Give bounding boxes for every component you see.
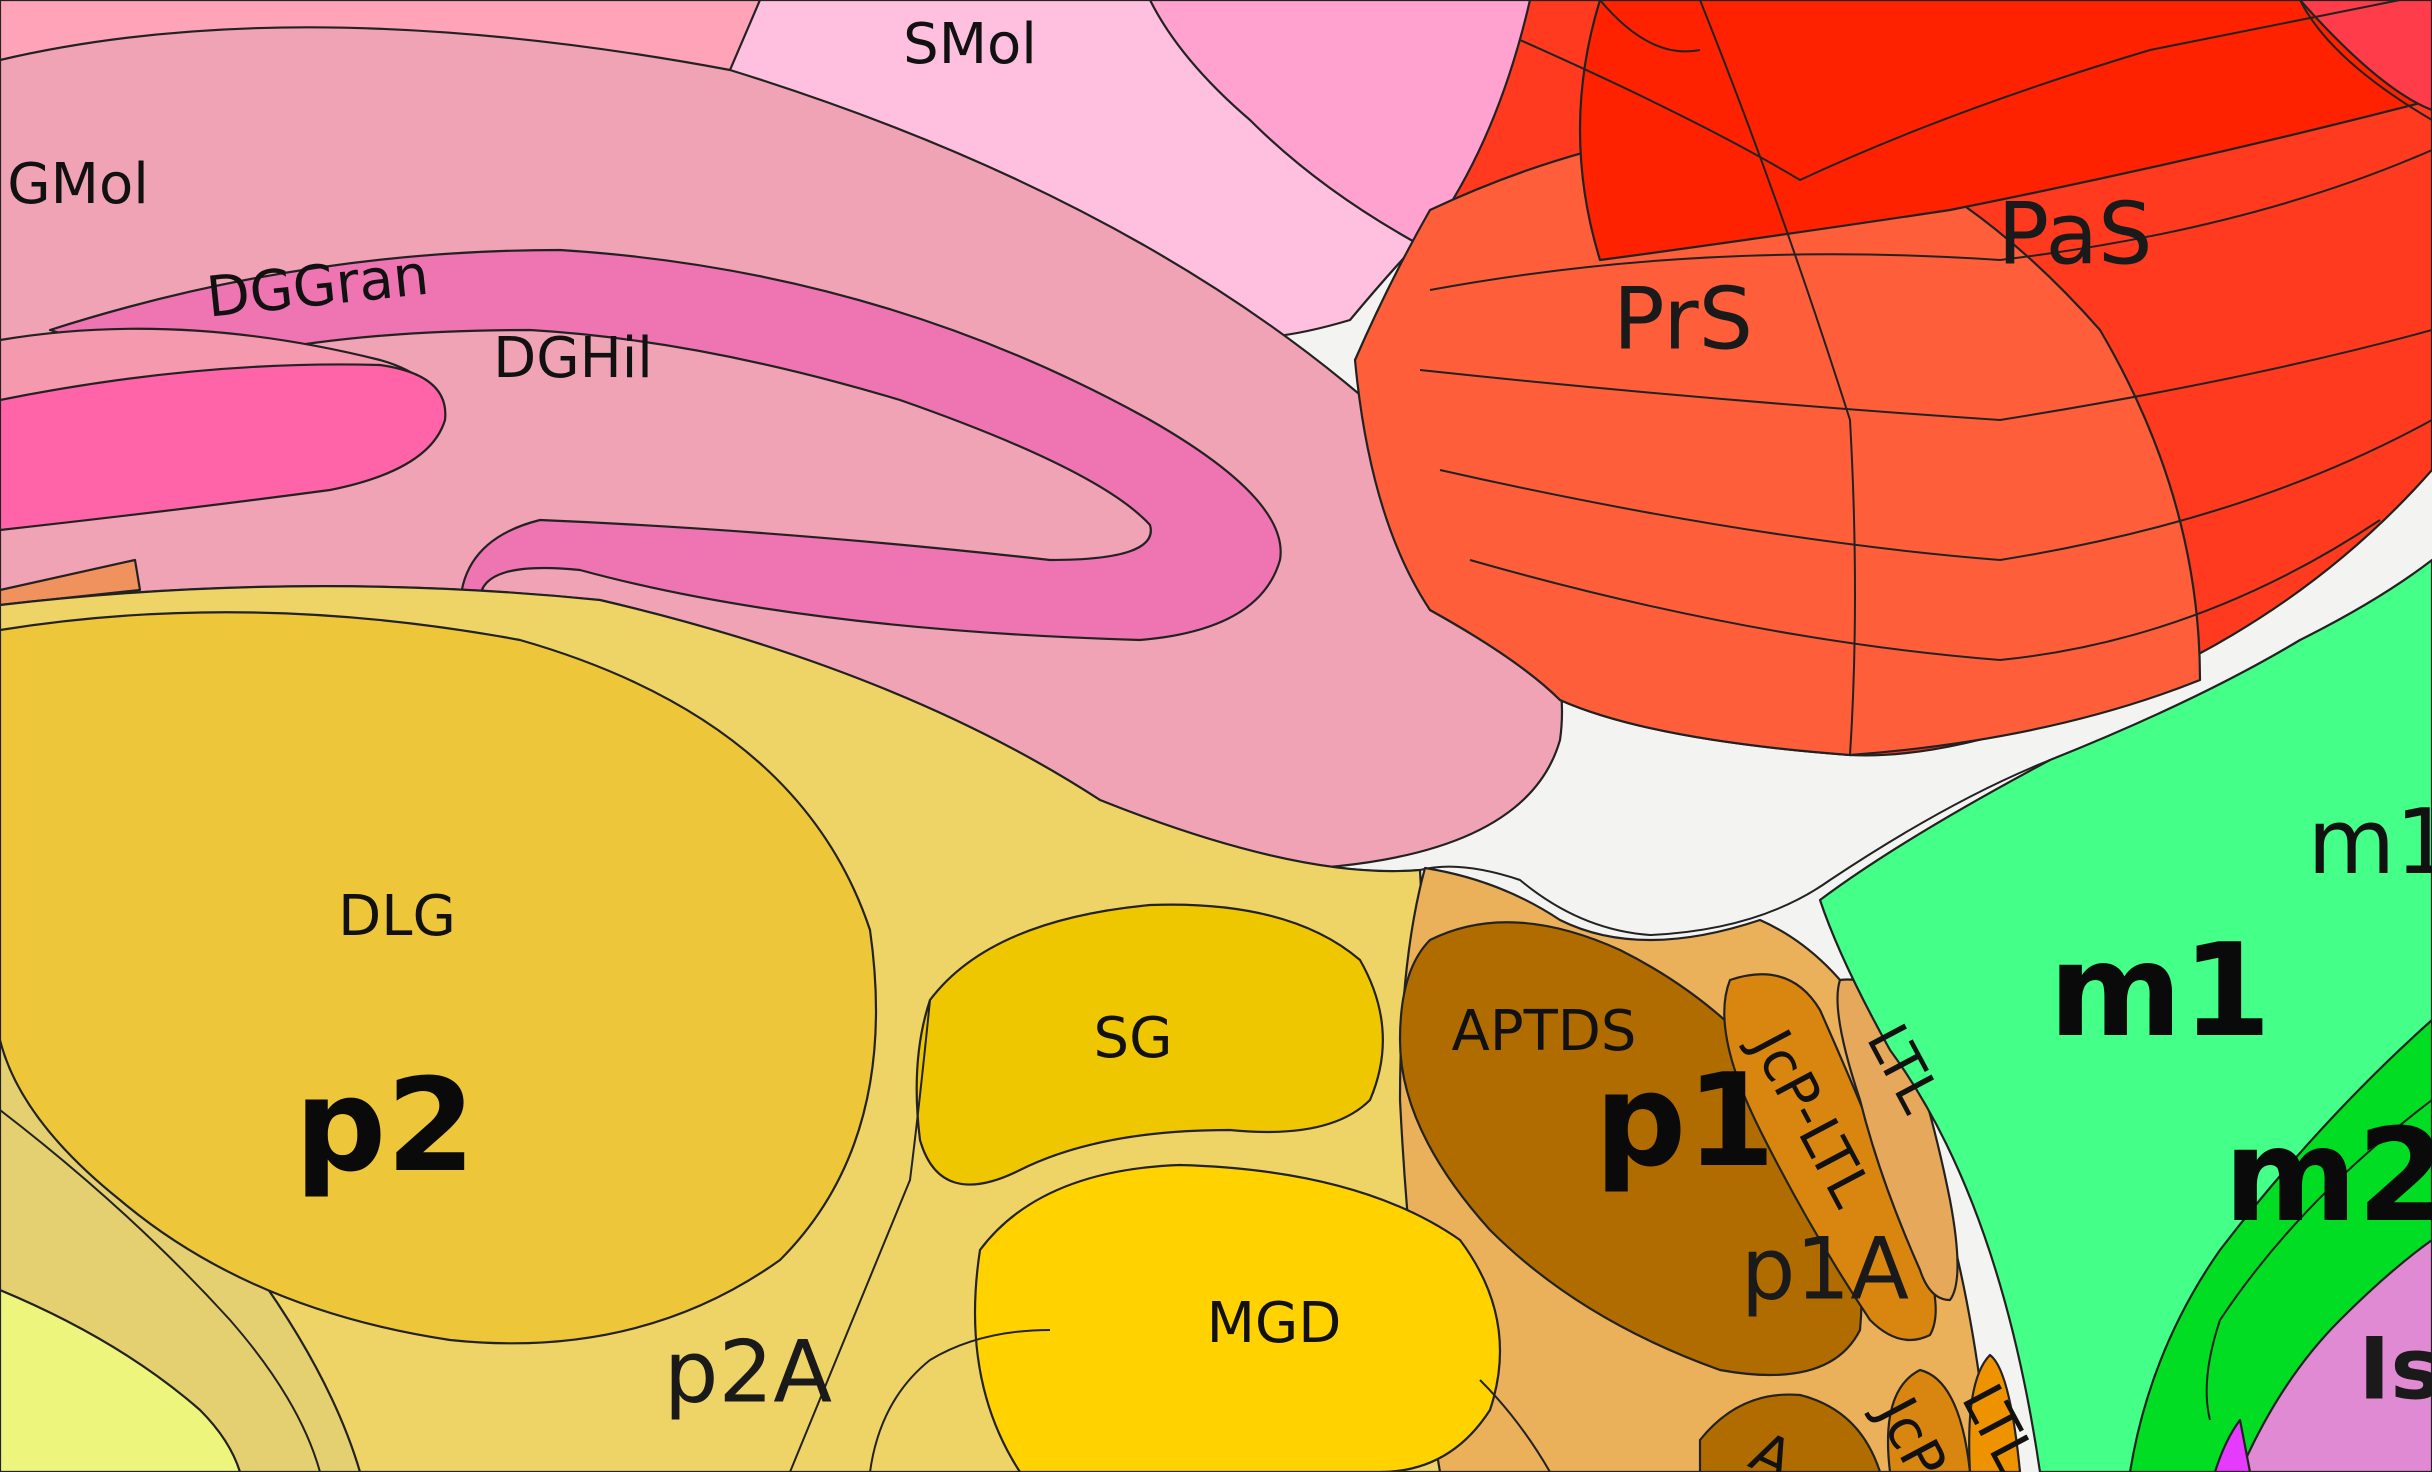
- label-m1: m1: [2049, 917, 2271, 1066]
- region-jcp-ltl: [1723, 973, 1937, 1342]
- prs-line-2: [1419, 329, 2432, 422]
- region-aptds: [1398, 921, 1863, 1377]
- region-top-red: [1578, 0, 2432, 262]
- label-mgd: MGD: [1207, 1291, 1342, 1356]
- label-p2: p2: [295, 1052, 476, 1201]
- label-m2: m2: [2224, 1102, 2432, 1251]
- label-p1: p1: [1595, 1047, 1776, 1196]
- p2-line-2: [789, 999, 931, 1472]
- region-bottom-a: [1698, 1393, 1882, 1472]
- label-dghil: DGHil: [493, 326, 653, 391]
- label-dlg: DLG: [338, 884, 456, 949]
- prs-line-7: [1599, 0, 1701, 53]
- prs-line-1: [1429, 149, 2432, 291]
- label-p2a: p2A: [664, 1322, 832, 1422]
- label-prs: PrS: [1613, 269, 1753, 369]
- region-is-magenta: [2213, 1418, 2252, 1472]
- region-dlg: [0, 611, 878, 1345]
- region-left-yellow-green: [0, 1288, 242, 1472]
- label-pas: PaS: [1997, 184, 2152, 284]
- label-m1-small: m1: [2308, 790, 2432, 895]
- region-is: [2238, 1238, 2432, 1472]
- p2-lower-arc-1: [869, 1329, 1051, 1472]
- label-sg: SG: [1094, 1006, 1173, 1071]
- label-p1a: p1A: [1741, 1219, 1909, 1319]
- region-dggran: [48, 248, 1282, 642]
- prs-line-4: [1469, 519, 2381, 662]
- prs-line-8: [2299, 0, 2432, 121]
- m2-inner-line: [2205, 1099, 2432, 1421]
- label-gmol: GMol: [7, 152, 149, 217]
- label-aptds: APTDS: [1452, 999, 1637, 1064]
- p2-lower-arc-2: [1479, 1379, 1551, 1472]
- region-mgd: [973, 1163, 1502, 1472]
- prs-line-5: [1699, 0, 1856, 756]
- p2-left-line: [0, 1109, 321, 1472]
- label-smol: SMol: [903, 12, 1037, 77]
- prs-line-6: [1519, 0, 2401, 182]
- region-bottom-ltl: [1968, 1353, 2022, 1472]
- region-dg-tip: [0, 363, 447, 532]
- region-bottom-jcp: [1886, 1368, 1972, 1472]
- region-sg: [915, 903, 1384, 1186]
- label-is: Is: [2358, 1319, 2432, 1419]
- prs-line-3: [1439, 419, 2432, 562]
